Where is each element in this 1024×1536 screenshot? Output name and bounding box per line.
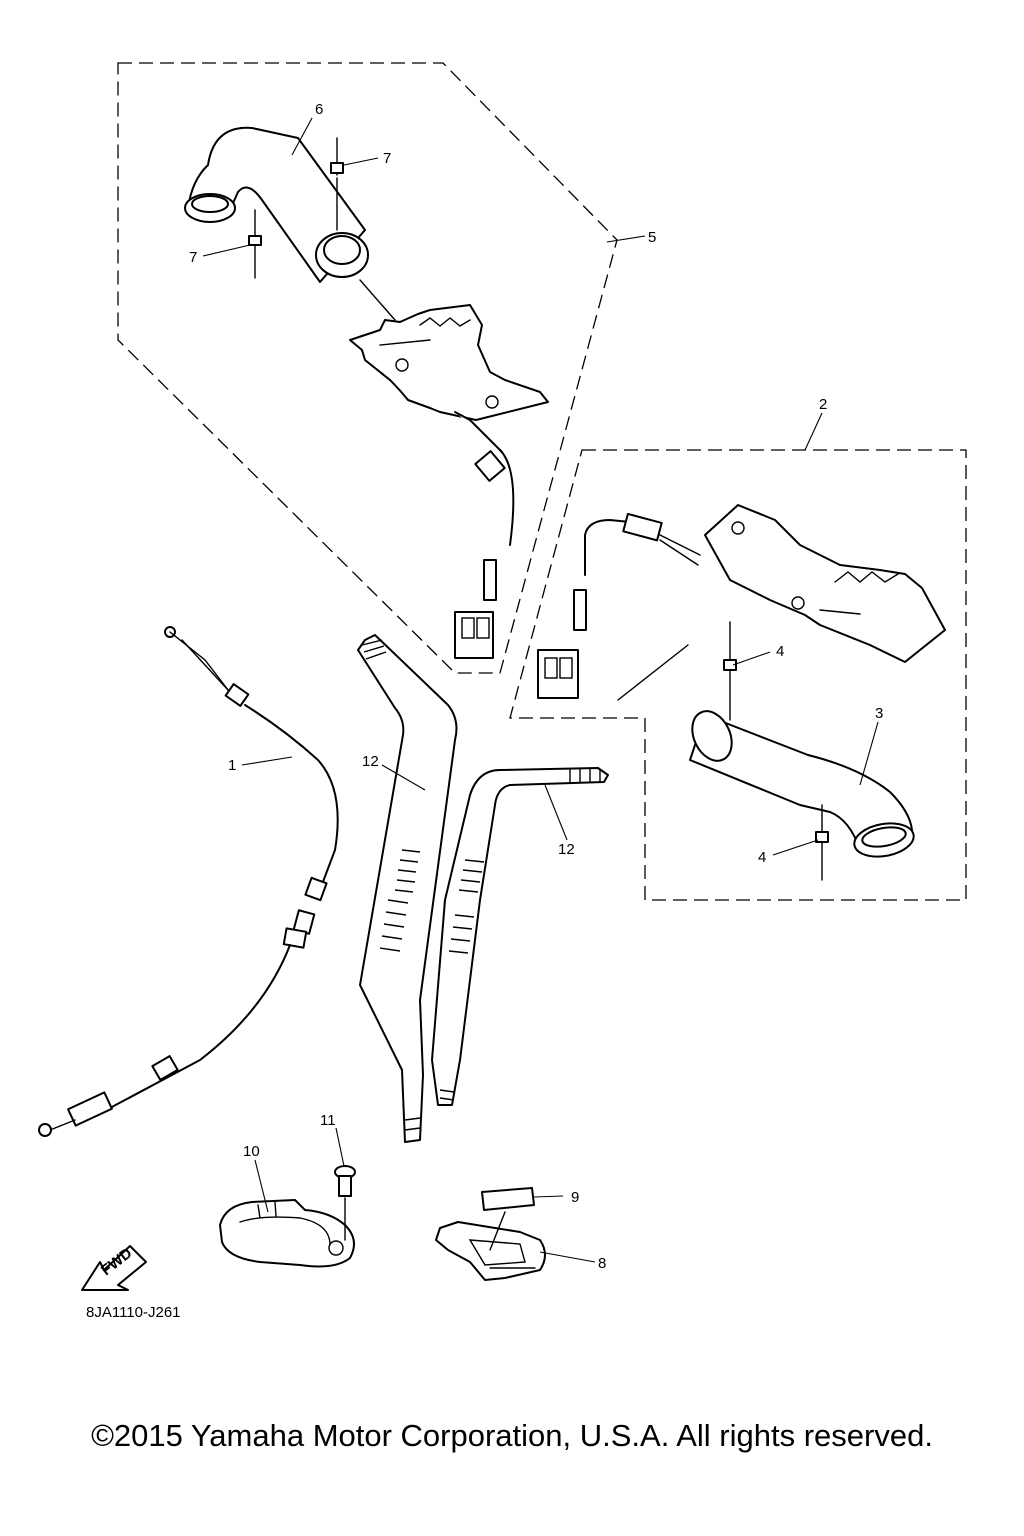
group-5-boundary <box>117 62 618 674</box>
callout-2: 2 <box>819 396 827 413</box>
callout-4-upper: 4 <box>776 643 784 660</box>
wire-connector-left <box>454 411 515 659</box>
rivet-lower-part-7 <box>248 209 262 279</box>
throttle-cable-part-1 <box>38 626 339 1137</box>
heater-plate-left <box>349 279 549 421</box>
callout-12-left: 12 <box>362 753 379 770</box>
handlebar-left-part-12 <box>357 634 458 1143</box>
callout-1: 1 <box>228 757 236 774</box>
callout-7-lower: 7 <box>189 249 197 266</box>
callout-3: 3 <box>875 705 883 722</box>
callout-7-upper: 7 <box>383 150 391 167</box>
bracket-part-10 <box>219 1199 355 1268</box>
callout-10: 10 <box>243 1143 260 1160</box>
fwd-arrow-icon: FWD <box>81 1245 147 1291</box>
callout-6: 6 <box>315 101 323 118</box>
copyright-notice: ©2015 Yamaha Motor Corporation, U.S.A. A… <box>91 1418 933 1453</box>
grip-left-part-6 <box>184 126 369 283</box>
holder-part-8 <box>435 1221 546 1281</box>
parts-diagram: FWD 6 7 7 5 2 4 3 4 1 12 12 11 10 9 8 <box>38 62 967 1291</box>
rivet-upper-part-7 <box>330 137 344 231</box>
screw-part-11 <box>334 1165 356 1241</box>
callout-4-lower: 4 <box>758 849 766 866</box>
leader-lines <box>202 117 879 1263</box>
callout-11: 11 <box>320 1112 336 1129</box>
heater-plate-right <box>704 504 946 663</box>
callout-12-right: 12 <box>558 841 575 858</box>
callout-5: 5 <box>648 229 656 246</box>
grip-right-part-3 <box>617 644 915 858</box>
callout-8: 8 <box>598 1255 606 1272</box>
reference-code: 8JA1110-J261 <box>86 1304 181 1321</box>
rivet-upper-part-4 <box>723 621 737 721</box>
pad-part-9 <box>481 1187 535 1251</box>
callout-9: 9 <box>571 1189 579 1206</box>
wire-connector-right <box>537 512 701 699</box>
rivet-lower-part-4 <box>815 804 829 881</box>
group-2-boundary <box>509 449 967 901</box>
handlebar-right-part-12 <box>431 767 609 1106</box>
